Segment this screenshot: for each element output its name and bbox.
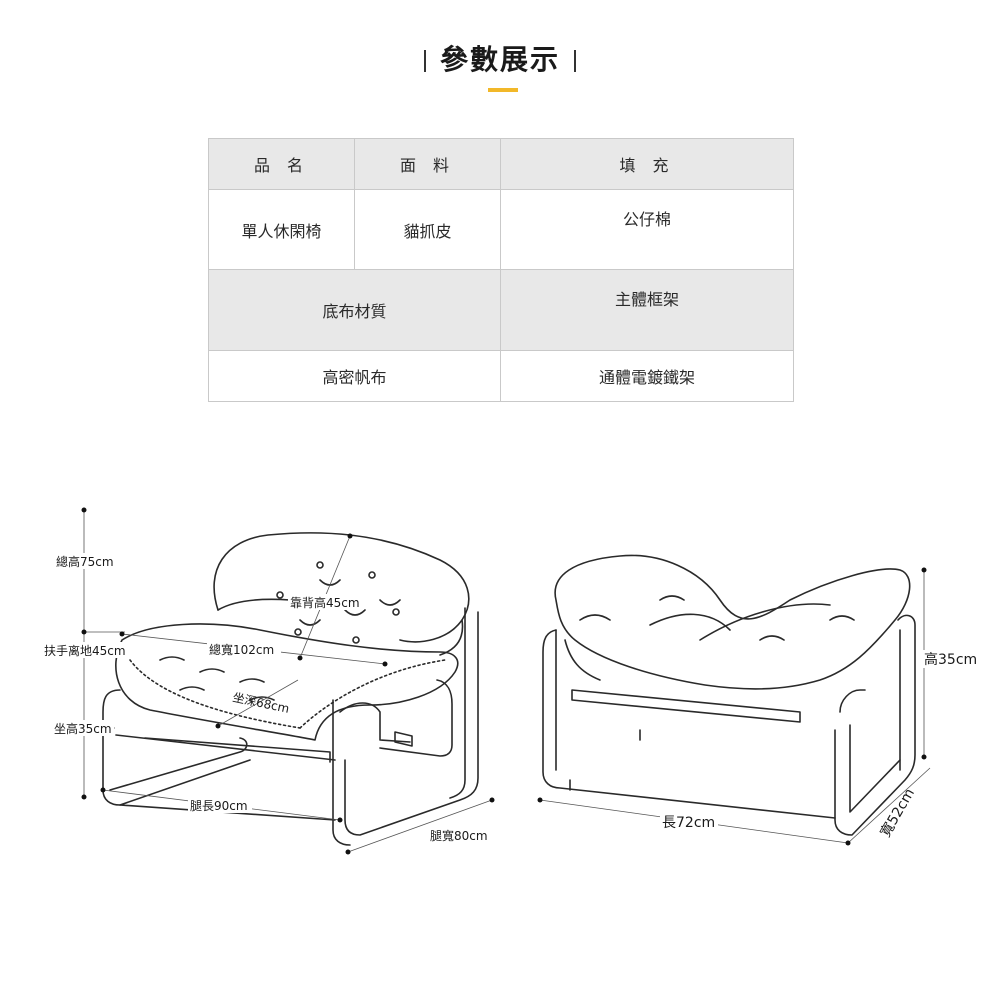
label-ottoman-length: 長72cm	[662, 815, 715, 831]
header-frame: 主體框架	[500, 269, 794, 351]
value-fill: 公仔棉	[500, 189, 794, 271]
header-fabric: 面 料	[354, 137, 501, 191]
header-base: 底布材質	[208, 269, 501, 351]
value-base: 高密帆布	[208, 349, 501, 403]
table-row: 底布材質 主體框架	[208, 269, 794, 351]
value-name: 單人休閑椅	[208, 189, 355, 271]
label-back-height: 靠背高45cm	[290, 595, 360, 610]
header-fill: 填 充	[500, 137, 794, 191]
label-seat-height: 坐高35cm	[54, 721, 112, 736]
armchair-drawing	[102, 532, 479, 846]
title-divider-left	[423, 50, 426, 72]
label-total-width: 總寬102cm	[209, 642, 274, 657]
spec-table: 品 名 面 料 填 充 單人休閑椅 貓抓皮 公仔棉 底布材質 主體框架 高密帆布…	[208, 137, 794, 403]
page-title: 參數展示	[0, 38, 1000, 78]
label-armrest-height: 扶手离地45cm	[44, 643, 126, 658]
page-title-text: 參數展示	[439, 43, 560, 76]
value-frame: 通體電鍍鐵架	[500, 349, 794, 403]
label-seat-depth: 坐深68cm	[231, 690, 290, 716]
header-name: 品 名	[208, 137, 355, 191]
label-ottoman-width: 寬52cm	[877, 785, 918, 840]
label-ottoman-height: 高35cm	[924, 651, 977, 668]
title-divider-right	[574, 50, 576, 72]
label-leg-length: 腿長90cm	[190, 799, 248, 813]
ottoman-drawing	[542, 554, 916, 836]
table-row: 高密帆布 通體電鍍鐵架	[208, 349, 794, 403]
table-row: 品 名 面 料 填 充	[208, 137, 794, 191]
title-accent-bar	[488, 88, 518, 92]
label-leg-width: 腿寬80cm	[430, 828, 488, 843]
label-total-height: 總高75cm	[56, 554, 114, 569]
